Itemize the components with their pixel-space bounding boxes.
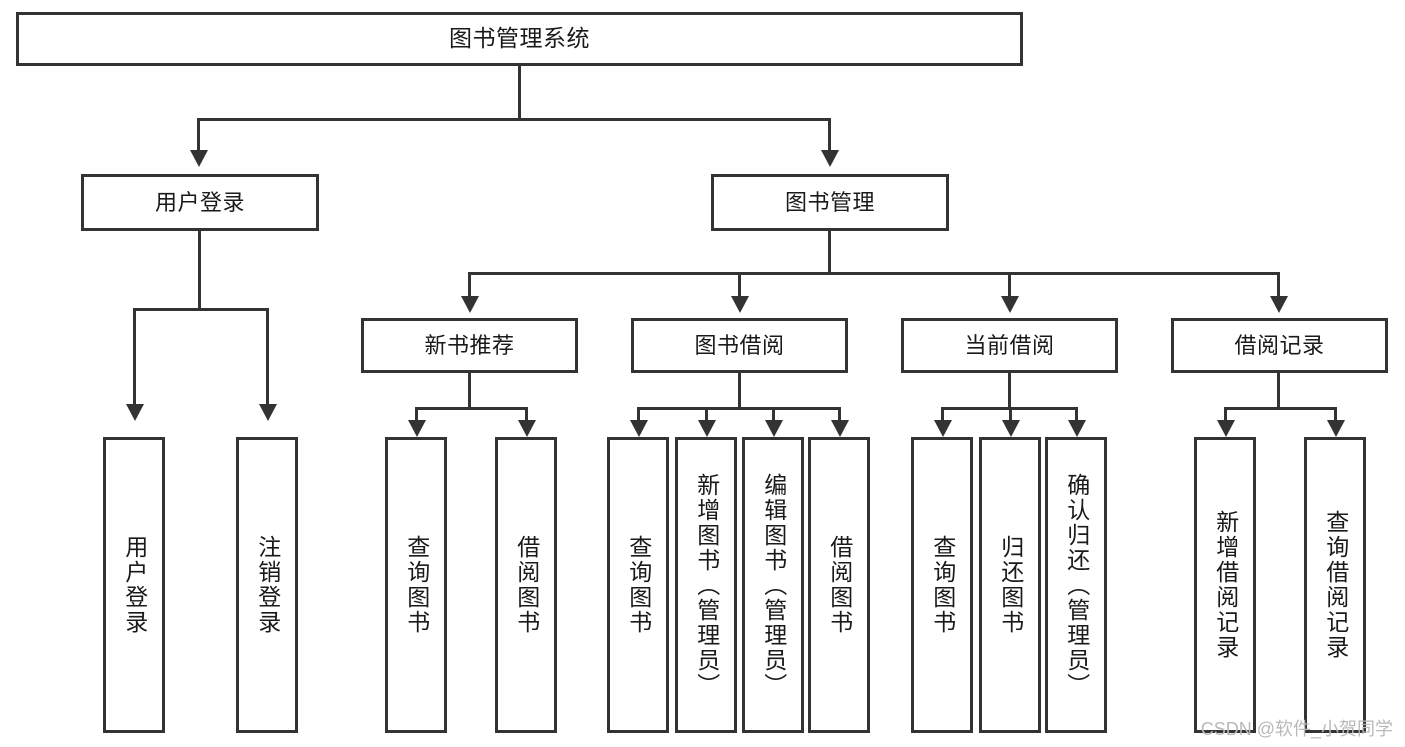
node-leaf-query-book-1[interactable]: 查询图书 — [385, 437, 447, 733]
node-current-borrow[interactable]: 当前借阅 — [901, 318, 1118, 373]
node-book-management[interactable]: 图书管理 — [711, 174, 949, 231]
node-label: 查询图书 — [403, 535, 430, 635]
node-label: 查询图书 — [929, 535, 956, 635]
node-leaf-user-login[interactable]: 用户登录 — [103, 437, 165, 733]
connector-to-leaf-confirm-return — [1075, 407, 1078, 429]
node-label: 新书推荐 — [424, 332, 515, 358]
node-label: 用户登录 — [121, 535, 148, 635]
connector-level1-bus — [197, 118, 831, 121]
connector-borrow-record-stem — [1277, 373, 1280, 410]
connector-user-login-leaf-bus — [133, 308, 269, 311]
arrow-to-book-management — [821, 150, 839, 167]
node-leaf-borrow-book-1[interactable]: 借阅图书 — [495, 437, 557, 733]
node-leaf-borrow-book-2[interactable]: 借阅图书 — [808, 437, 870, 733]
arrow-to-leaf-query-book-3 — [934, 420, 952, 437]
arrow-to-new-book-recommend — [461, 296, 479, 313]
connector-new-book-recommend-stem — [468, 373, 471, 410]
connector-to-current-borrow — [1008, 272, 1011, 300]
arrow-to-current-borrow — [1001, 296, 1019, 313]
arrow-to-user-login — [190, 150, 208, 167]
connector-to-leaf-query-book-2 — [637, 407, 640, 429]
node-label: 查询借阅记录 — [1322, 510, 1349, 660]
connector-to-leaf-query-book-1 — [415, 407, 418, 429]
connector-level2-bus — [468, 272, 1280, 275]
connector-book-borrow-leaf-bus — [637, 407, 841, 410]
node-label: 借阅图书 — [513, 535, 540, 635]
arrow-to-leaf-return-book — [1002, 420, 1020, 437]
node-label: 新增借阅记录 — [1212, 510, 1239, 660]
node-label: 借阅图书 — [826, 535, 853, 635]
node-label: 归还图书 — [997, 535, 1024, 635]
arrow-to-leaf-logout-login — [259, 404, 277, 421]
node-leaf-query-record[interactable]: 查询借阅记录 — [1304, 437, 1366, 733]
connector-borrow-record-leaf-bus — [1224, 407, 1337, 410]
connector-to-borrow-record — [1277, 272, 1280, 300]
node-label: 图书借阅 — [694, 332, 785, 358]
node-borrow-record[interactable]: 借阅记录 — [1171, 318, 1388, 373]
connector-to-leaf-return-book — [1009, 407, 1012, 429]
connector-to-leaf-edit-book — [772, 407, 775, 429]
node-label: 查询图书 — [625, 535, 652, 635]
connector-to-leaf-borrow-book-1 — [525, 407, 528, 429]
arrow-to-borrow-record — [1270, 296, 1288, 313]
arrow-to-leaf-query-book-2 — [630, 420, 648, 437]
node-label: 用户登录 — [154, 189, 245, 215]
node-label: 确认归还（管理员） — [1063, 472, 1090, 698]
connector-to-leaf-query-record — [1334, 407, 1337, 429]
connector-to-leaf-borrow-book-2 — [838, 407, 841, 429]
connector-book-borrow-stem — [738, 373, 741, 410]
arrow-to-leaf-query-book-1 — [408, 420, 426, 437]
connector-to-leaf-logout-login — [266, 308, 269, 408]
node-leaf-add-record[interactable]: 新增借阅记录 — [1194, 437, 1256, 733]
arrow-to-leaf-edit-book — [765, 420, 783, 437]
node-label: 图书管理系统 — [449, 25, 590, 52]
connector-book-management-stem — [828, 231, 831, 275]
arrow-to-leaf-add-book — [698, 420, 716, 437]
connector-to-leaf-user-login — [133, 308, 136, 408]
arrow-to-book-borrow — [731, 296, 749, 313]
node-label: 当前借阅 — [964, 332, 1055, 358]
connector-current-borrow-stem — [1008, 373, 1011, 410]
node-user-login[interactable]: 用户登录 — [81, 174, 319, 231]
connector-root-stem — [518, 66, 521, 119]
connector-to-book-management — [828, 118, 831, 154]
node-label: 注销登录 — [254, 535, 281, 635]
node-leaf-query-book-3[interactable]: 查询图书 — [911, 437, 973, 733]
node-leaf-confirm-return[interactable]: 确认归还（管理员） — [1045, 437, 1107, 733]
arrow-to-leaf-query-record — [1327, 420, 1345, 437]
connector-to-leaf-query-book-3 — [941, 407, 944, 429]
node-leaf-edit-book[interactable]: 编辑图书（管理员） — [742, 437, 804, 733]
arrow-to-leaf-borrow-book-2 — [831, 420, 849, 437]
connector-user-login-stem — [198, 231, 201, 310]
node-new-book-recommend[interactable]: 新书推荐 — [361, 318, 578, 373]
node-label: 图书管理 — [784, 189, 875, 215]
node-label: 编辑图书（管理员） — [760, 472, 787, 698]
arrow-to-leaf-borrow-book-1 — [518, 420, 536, 437]
connector-to-leaf-add-record — [1224, 407, 1227, 429]
connector-to-new-book-recommend — [468, 272, 471, 300]
node-leaf-query-book-2[interactable]: 查询图书 — [607, 437, 669, 733]
node-leaf-logout-login[interactable]: 注销登录 — [236, 437, 298, 733]
arrow-to-leaf-add-record — [1217, 420, 1235, 437]
node-label: 新增图书（管理员） — [693, 472, 720, 698]
node-book-management-system[interactable]: 图书管理系统 — [16, 12, 1023, 66]
node-book-borrow[interactable]: 图书借阅 — [631, 318, 848, 373]
arrow-to-leaf-user-login — [126, 404, 144, 421]
arrow-to-leaf-confirm-return — [1068, 420, 1086, 437]
node-leaf-return-book[interactable]: 归还图书 — [979, 437, 1041, 733]
node-leaf-add-book[interactable]: 新增图书（管理员） — [675, 437, 737, 733]
connector-to-leaf-add-book — [705, 407, 708, 429]
connector-to-book-borrow — [738, 272, 741, 300]
node-label: 借阅记录 — [1234, 332, 1325, 358]
connector-new-book-recommend-leaf-bus — [415, 407, 528, 410]
connector-to-user-login — [197, 118, 200, 154]
